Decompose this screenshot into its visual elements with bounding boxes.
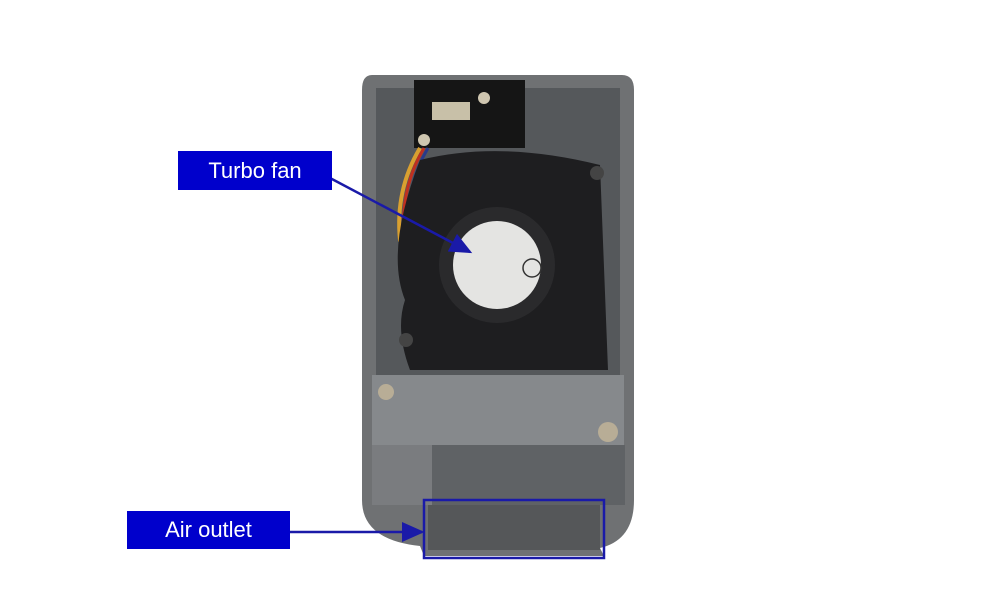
turbo-fan xyxy=(397,151,608,370)
turbo-fan-callout: Turbo fan xyxy=(178,151,332,190)
screw-icon xyxy=(378,384,394,400)
pcb xyxy=(414,80,525,148)
air-outlet-callout: Air outlet xyxy=(127,511,290,549)
fan-label-sticker xyxy=(453,221,541,309)
turbo-fan-arrow xyxy=(329,176,473,254)
screw-icon xyxy=(598,422,618,442)
